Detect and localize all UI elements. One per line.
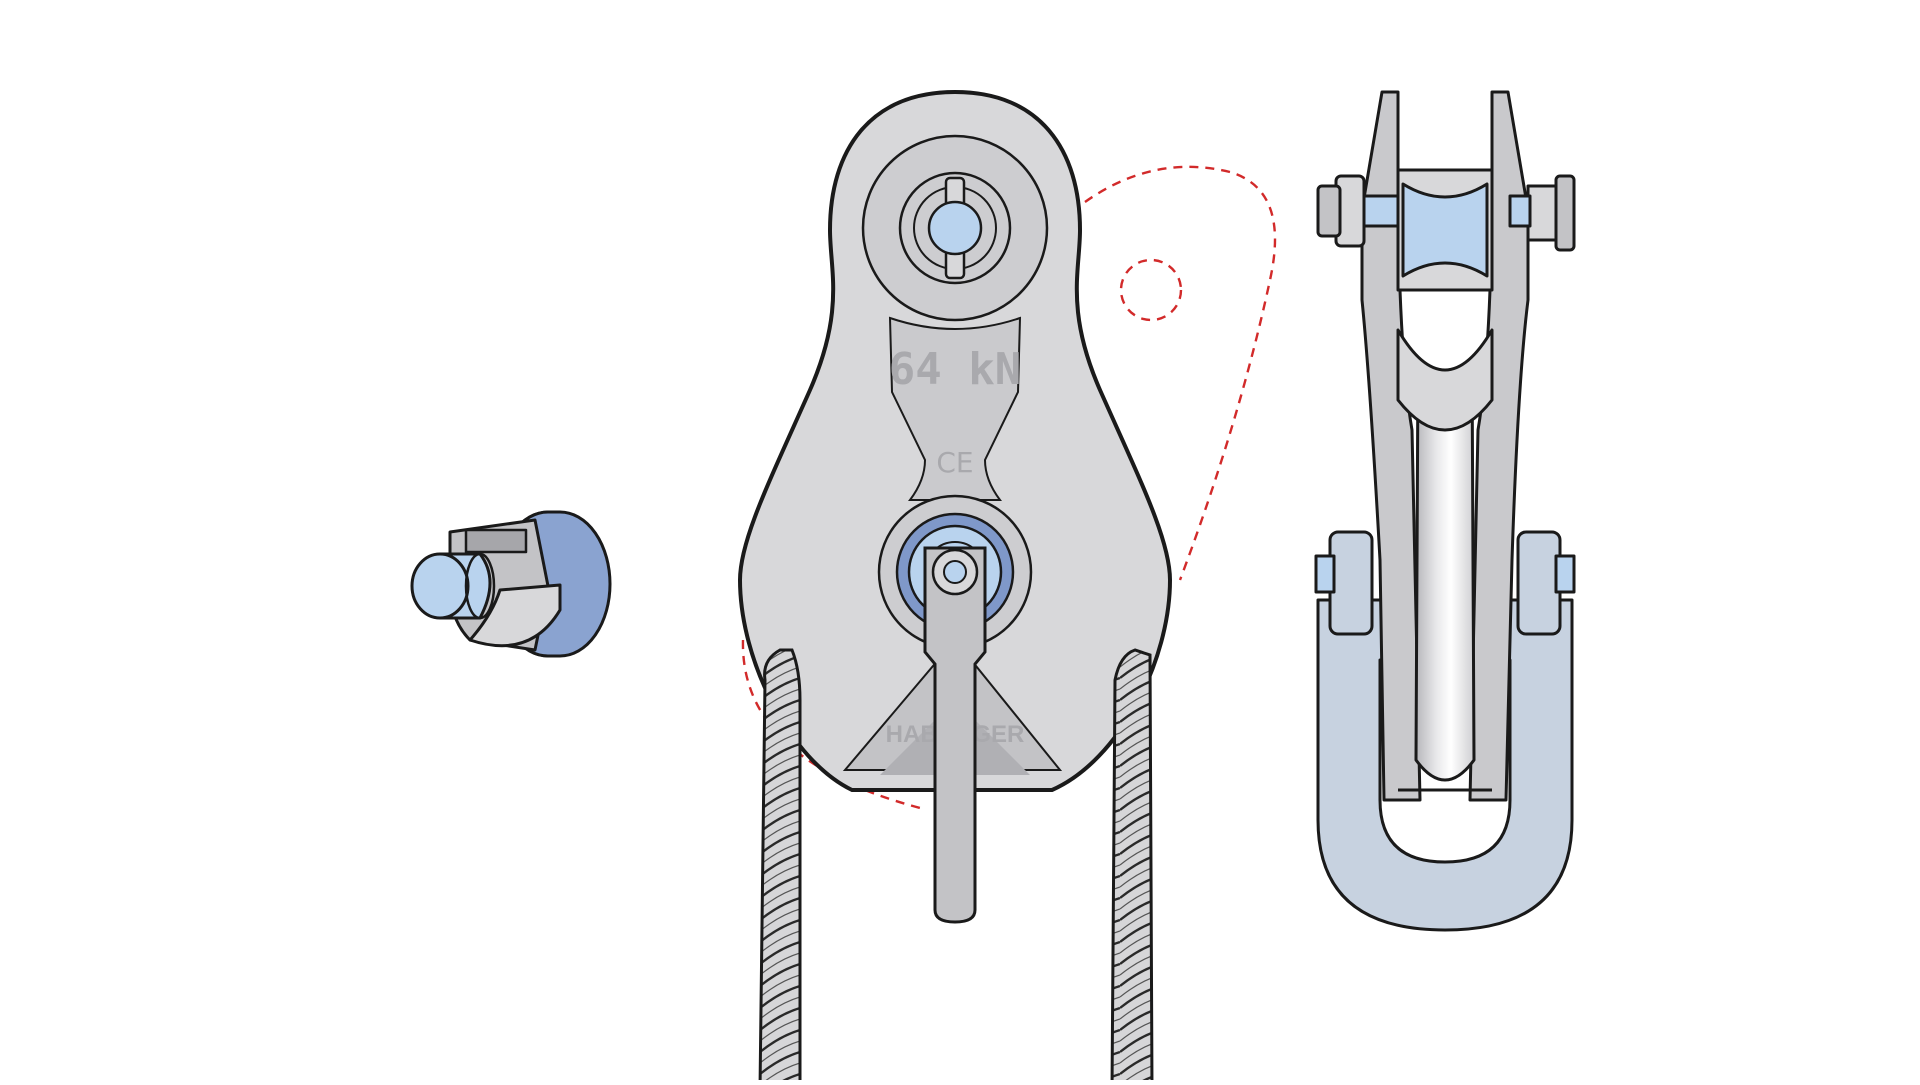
swivel-bar	[923, 546, 987, 924]
rating-panel	[888, 316, 1022, 501]
shackle-ear-left	[1328, 530, 1374, 636]
ce-mark-label: CE	[936, 446, 973, 479]
wire-rope-right	[1110, 648, 1154, 1085]
wire-rope-left	[758, 648, 802, 1085]
top-axle-hub	[1401, 182, 1489, 278]
load-rating-label: 64 kN	[889, 344, 1021, 395]
axle-nut-left	[1316, 184, 1342, 238]
wire-rope-icon	[758, 648, 1154, 1085]
axle-pin-icon	[410, 510, 612, 658]
pulley-block-icon: 64 kN CE HABEGGER	[737, 89, 1173, 924]
shackle-ear-right	[1516, 530, 1562, 636]
axle-nut-right	[1554, 174, 1576, 252]
anchor-pin	[927, 200, 983, 256]
dashed-pin-hole	[1119, 258, 1183, 322]
pulley-side-view-icon	[1314, 90, 1576, 932]
side-plate-right	[1468, 90, 1530, 802]
